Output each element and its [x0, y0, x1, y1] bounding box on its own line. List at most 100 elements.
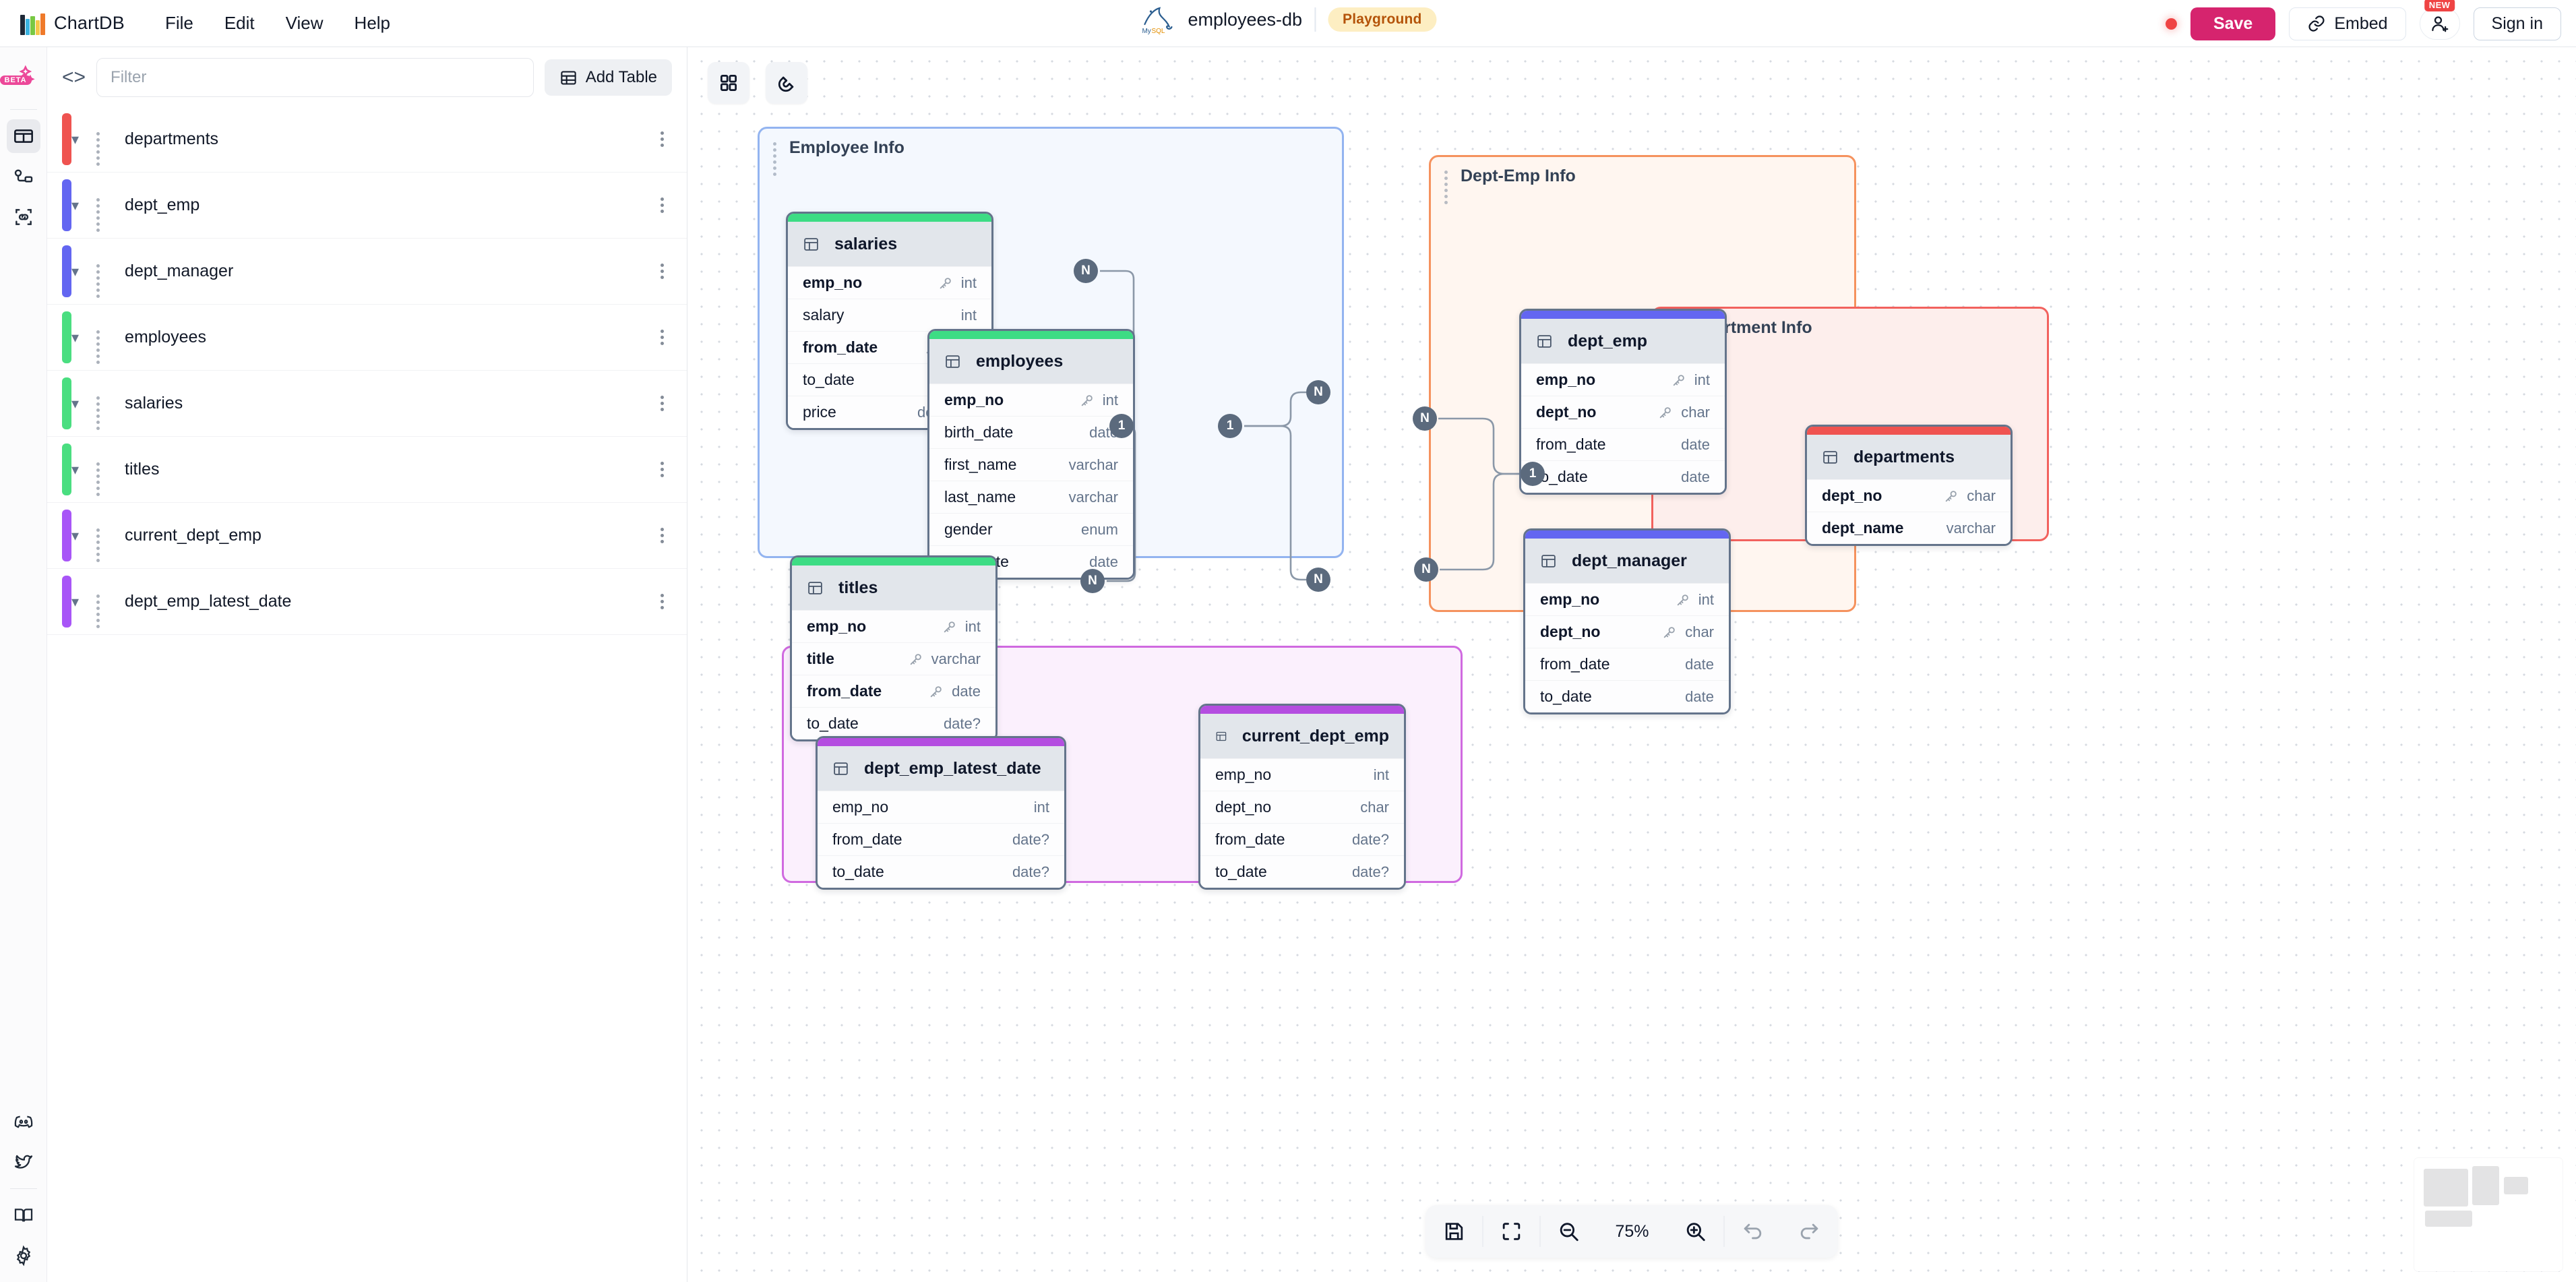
table-node[interactable]: dept_emp emp_no int dept_no char from_da…	[1519, 309, 1727, 495]
menu-view[interactable]: View	[285, 13, 324, 33]
table-column-row[interactable]: to_date date?	[818, 855, 1064, 888]
drag-handle-icon[interactable]	[95, 263, 106, 298]
table-list-item[interactable]: ▾ dept_emp	[47, 173, 687, 239]
table-node[interactable]: departments dept_no char dept_name varch…	[1805, 425, 2013, 546]
fit-to-screen-button[interactable]	[1483, 1205, 1540, 1258]
table-column-row[interactable]: emp_no int	[818, 791, 1064, 823]
zoom-level[interactable]: 75%	[1615, 1221, 1649, 1241]
table-column-row[interactable]: from_date date	[1525, 648, 1729, 680]
filter-input[interactable]	[96, 58, 534, 97]
redo-button[interactable]	[1781, 1205, 1838, 1258]
table-column-row[interactable]: title varchar	[792, 642, 995, 675]
table-column-row[interactable]: birth_date date	[929, 416, 1133, 448]
table-options-icon[interactable]	[661, 459, 664, 480]
drag-handle-icon[interactable]	[95, 131, 106, 166]
drag-handle-icon[interactable]	[95, 395, 106, 430]
table-column-row[interactable]: from_date date	[792, 675, 995, 707]
drag-handle-icon[interactable]	[95, 527, 106, 562]
group-drag-handle-icon[interactable]	[772, 141, 783, 176]
table-node[interactable]: dept_emp_latest_date emp_no int from_dat…	[816, 736, 1066, 890]
table-column-row[interactable]: from_date date?	[1200, 823, 1404, 855]
table-list-item[interactable]: ▾ employees	[47, 305, 687, 371]
table-column-row[interactable]: dept_no char	[1200, 791, 1404, 823]
drag-handle-icon[interactable]	[95, 461, 106, 496]
database-title[interactable]: employees-db	[1188, 9, 1303, 30]
table-column-row[interactable]: from_date date	[1521, 428, 1725, 460]
undo-button[interactable]	[1725, 1205, 1781, 1258]
table-list-item[interactable]: ▾ dept_manager	[47, 239, 687, 305]
table-list-item[interactable]: ▾ departments	[47, 106, 687, 173]
chevron-down-icon[interactable]: ▾	[71, 394, 80, 412]
table-column-row[interactable]: emp_no int	[1525, 583, 1729, 615]
table-options-icon[interactable]	[661, 261, 664, 282]
table-node-header[interactable]: dept_manager	[1525, 539, 1729, 583]
table-column-row[interactable]: emp_no int	[929, 384, 1133, 416]
table-node[interactable]: current_dept_emp emp_no int dept_no char…	[1198, 704, 1406, 890]
menu-help[interactable]: Help	[354, 13, 391, 33]
table-column-row[interactable]: dept_no char	[1807, 479, 2011, 512]
table-node-header[interactable]: salaries	[788, 222, 991, 266]
table-list-item[interactable]: ▾ current_dept_emp	[47, 503, 687, 569]
chevron-down-icon[interactable]: ▾	[71, 196, 80, 214]
chevron-down-icon[interactable]: ▾	[71, 328, 80, 346]
table-node-header[interactable]: employees	[929, 339, 1133, 384]
table-node-header[interactable]: departments	[1807, 435, 2011, 479]
sidebar-item-magic-wand[interactable]: BETA	[0, 58, 40, 92]
sidebar-item-twitter[interactable]	[7, 1145, 40, 1179]
table-options-icon[interactable]	[661, 393, 664, 414]
table-column-row[interactable]: emp_no int	[788, 266, 991, 299]
table-column-row[interactable]: gender enum	[929, 513, 1133, 545]
sign-in-button[interactable]: Sign in	[2473, 7, 2561, 40]
table-column-row[interactable]: dept_name varchar	[1807, 512, 2011, 544]
table-node-header[interactable]: dept_emp	[1521, 319, 1725, 363]
table-column-row[interactable]: dept_no char	[1521, 396, 1725, 428]
save-diagram-button[interactable]	[1426, 1205, 1483, 1258]
embed-button[interactable]: Embed	[2289, 7, 2406, 40]
table-column-row[interactable]: to_date date?	[792, 707, 995, 739]
sidebar-item-docs[interactable]	[7, 1198, 40, 1232]
table-list-item[interactable]: ▾ salaries	[47, 371, 687, 437]
chevron-down-icon[interactable]: ▾	[71, 262, 80, 280]
diagram-canvas[interactable]: Employee Info Dept-Emp Info Department I…	[687, 47, 2576, 1282]
magnet-snap-button[interactable]	[766, 62, 807, 104]
code-view-icon[interactable]: <>	[62, 66, 86, 88]
table-node-header[interactable]: current_dept_emp	[1200, 714, 1404, 758]
table-column-row[interactable]: dept_no char	[1525, 615, 1729, 648]
minimap[interactable]	[2414, 1158, 2563, 1271]
add-user-button[interactable]: NEW	[2419, 0, 2460, 40]
table-options-icon[interactable]	[661, 591, 664, 612]
table-column-row[interactable]: to_date date?	[1200, 855, 1404, 888]
group-drag-handle-icon[interactable]	[1443, 169, 1454, 204]
table-node-header[interactable]: dept_emp_latest_date	[818, 746, 1064, 791]
zoom-out-button[interactable]	[1541, 1205, 1597, 1258]
sidebar-item-dependencies[interactable]	[7, 200, 40, 234]
table-node[interactable]: employees emp_no int birth_date date fir…	[927, 329, 1135, 580]
table-options-icon[interactable]	[661, 327, 664, 348]
table-node-header[interactable]: titles	[792, 566, 995, 610]
table-column-row[interactable]: emp_no int	[1200, 758, 1404, 791]
table-node[interactable]: titles emp_no int title varchar from_dat…	[790, 555, 998, 741]
add-table-button[interactable]: Add Table	[544, 59, 672, 96]
sidebar-item-discord[interactable]	[7, 1105, 40, 1138]
table-column-row[interactable]: salary int	[788, 299, 991, 331]
sidebar-item-relationships[interactable]	[7, 160, 40, 193]
save-button[interactable]: Save	[2190, 7, 2276, 40]
chevron-down-icon[interactable]: ▾	[71, 460, 80, 478]
table-column-row[interactable]: from_date date?	[818, 823, 1064, 855]
chevron-down-icon[interactable]: ▾	[71, 130, 80, 148]
chevron-down-icon[interactable]: ▾	[71, 526, 80, 544]
table-column-row[interactable]: emp_no int	[1521, 363, 1725, 396]
sidebar-item-tables[interactable]	[6, 119, 40, 153]
table-column-row[interactable]: to_date date	[1525, 680, 1729, 712]
table-list-item[interactable]: ▾ titles	[47, 437, 687, 503]
zoom-in-button[interactable]	[1667, 1205, 1724, 1258]
menu-file[interactable]: File	[164, 13, 193, 33]
table-column-row[interactable]: to_date date	[1521, 460, 1725, 493]
table-column-row[interactable]: first_name varchar	[929, 448, 1133, 481]
sidebar-item-settings[interactable]	[7, 1239, 40, 1273]
table-options-icon[interactable]	[661, 525, 664, 546]
menu-edit[interactable]: Edit	[224, 13, 255, 33]
drag-handle-icon[interactable]	[95, 593, 106, 628]
layout-grid-button[interactable]	[708, 62, 749, 104]
drag-handle-icon[interactable]	[95, 329, 106, 364]
